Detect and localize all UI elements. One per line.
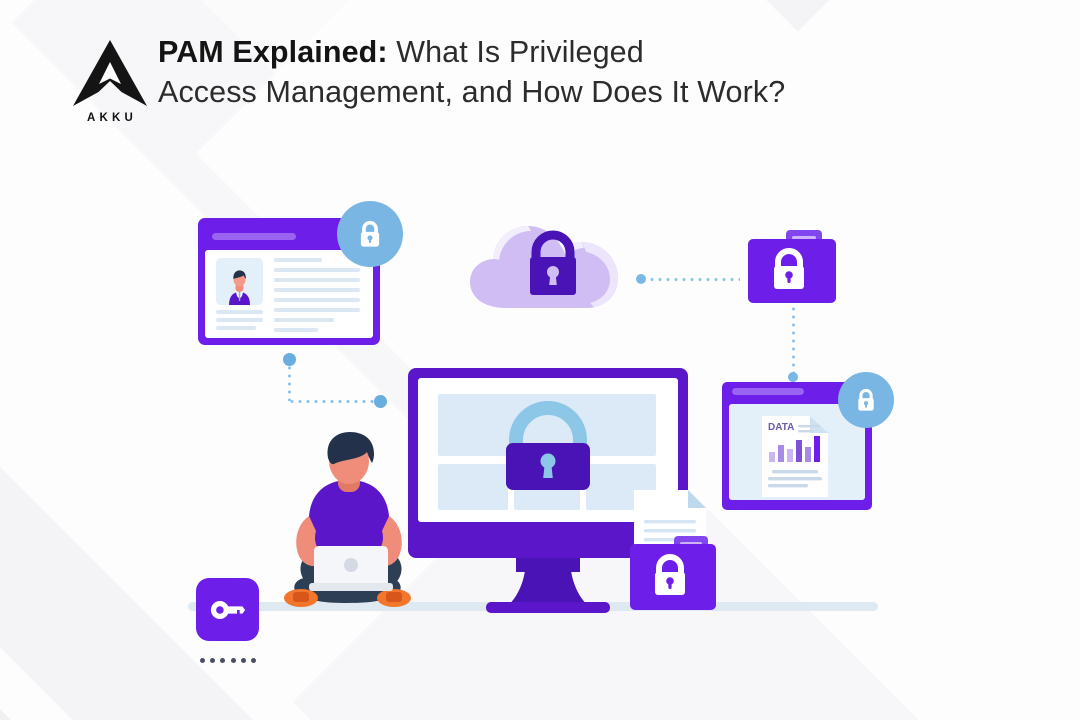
window-title-bar — [212, 233, 296, 240]
lock-icon — [655, 554, 685, 595]
poster-header: AKKU PAM Explained: What Is Privileged A… — [0, 0, 1080, 150]
person-icon — [284, 432, 411, 607]
illustration: DATA — [0, 150, 1080, 720]
document-folder-cluster[interactable] — [626, 488, 746, 616]
window-icon: DATA — [722, 382, 872, 510]
page-title: PAM Explained: What Is Privileged Access… — [158, 33, 958, 112]
key-tile[interactable] — [196, 578, 259, 641]
lock-icon — [774, 248, 804, 289]
folder-icon — [748, 230, 836, 303]
lock-badge-profile — [337, 201, 403, 267]
lock-badge-data — [838, 372, 894, 428]
profile-window[interactable] — [198, 218, 380, 345]
monitor-icon — [408, 368, 688, 613]
avatar — [216, 258, 263, 305]
document-icon — [630, 490, 716, 610]
lock-icon — [360, 220, 380, 247]
folder-icon — [630, 536, 716, 610]
akku-arrowhead-icon — [73, 40, 147, 106]
lock-icon — [858, 389, 874, 411]
window-content — [205, 250, 373, 338]
title-line-1: PAM Explained: What Is Privileged — [158, 33, 958, 73]
lock-icon — [530, 230, 576, 295]
key-icon — [210, 600, 245, 619]
title-emphasis: PAM Explained: — [158, 35, 388, 69]
password-dots — [200, 658, 256, 663]
data-report-window[interactable]: DATA — [722, 382, 872, 510]
avatar-person-icon — [216, 258, 263, 305]
cloud-lock — [468, 212, 638, 312]
folder-locked-top[interactable] — [748, 230, 836, 303]
lock-icon — [506, 401, 590, 490]
title-line-1-rest: What Is Privileged — [387, 35, 644, 69]
person-with-laptop — [276, 428, 426, 613]
title-line-2: Access Management, and How Does It Work? — [158, 74, 786, 109]
data-document: DATA — [762, 416, 828, 497]
cloud-icon — [470, 226, 618, 308]
monitor-lock[interactable] — [408, 368, 688, 613]
akku-logo: AKKU — [64, 40, 156, 124]
data-heading: DATA — [768, 422, 794, 433]
akku-wordmark: AKKU — [86, 112, 138, 124]
